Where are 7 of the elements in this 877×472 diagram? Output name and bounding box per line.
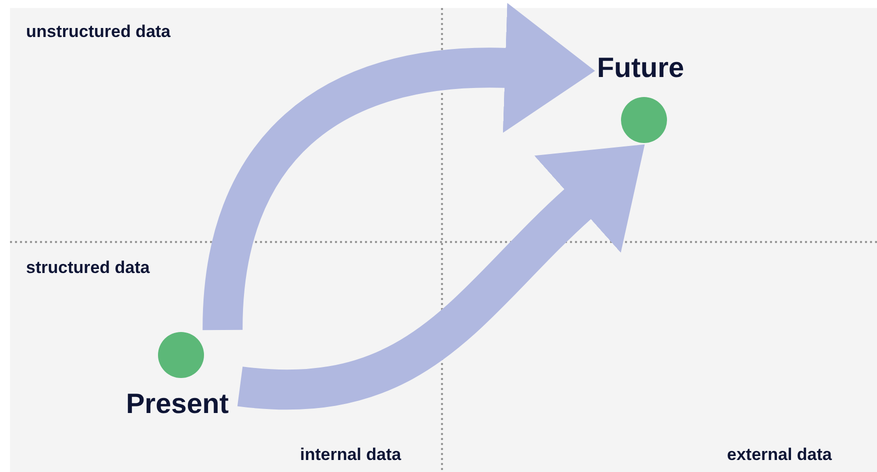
axis-label: structured data (26, 258, 150, 278)
axis-label: internal data (300, 445, 402, 465)
point-label: Present (126, 388, 229, 420)
axis-label: external data (727, 445, 832, 465)
curved-arrow (238, 142, 644, 410)
point-label: Future (597, 52, 684, 84)
axis-label: unstructured data (26, 22, 171, 42)
